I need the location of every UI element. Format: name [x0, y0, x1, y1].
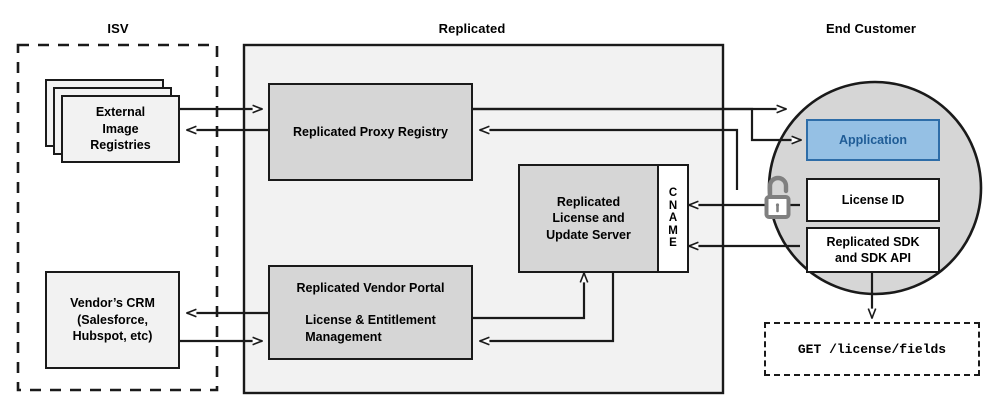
external-image-registries-line-1: External: [95, 105, 146, 120]
section-title-replicated: Replicated: [438, 21, 506, 36]
application-label: Application: [838, 132, 908, 147]
license-id[interactable]: License ID: [806, 178, 940, 222]
external-image-registries-line-2: Image: [102, 121, 139, 136]
api-request-label: GET /license/fields: [797, 341, 947, 357]
conn-server-to-portal: [480, 271, 615, 341]
cname-letter-m: M: [668, 224, 678, 237]
replicated-sdk-line-1: Replicated SDK: [826, 234, 920, 249]
license-server-line-2: License and: [552, 211, 625, 226]
replicated-vendor-portal[interactable]: Replicated Vendor Portal License & Entit…: [268, 265, 473, 360]
isv-boundary: [16, 43, 219, 392]
vendors-crm-line-3: Hubspot, etc): [72, 329, 153, 344]
replicated-license-and-update-server[interactable]: Replicated License and Update Server: [518, 164, 659, 273]
conn-application-to-proxy: [480, 130, 739, 190]
cname-letter-a: A: [668, 212, 678, 225]
conn-portal-to-server: [473, 273, 584, 320]
cname-badge[interactable]: C N A M E: [657, 164, 689, 273]
conn-proxy-to-application-route: [473, 107, 801, 140]
vendor-portal-sub-line-2: Management: [305, 329, 382, 344]
replicated-proxy-registry-label: Replicated Proxy Registry: [293, 124, 448, 139]
external-image-registries[interactable]: External Image Registries: [61, 95, 180, 163]
cname-letter-n: N: [668, 199, 678, 212]
vendors-crm-line-2: (Salesforce,: [77, 312, 148, 327]
replicated-sdk[interactable]: Replicated SDK and SDK API: [806, 227, 940, 273]
application[interactable]: Application: [806, 119, 940, 161]
section-title-end-customer: End Customer: [825, 21, 917, 36]
vendor-portal-sub-line-1: License & Entitlement: [305, 313, 436, 328]
license-id-label: License ID: [841, 192, 905, 207]
license-server-line-3: Update Server: [546, 227, 631, 242]
license-server-line-1: Replicated: [556, 194, 621, 209]
replicated-sdk-line-2: and SDK API: [835, 251, 911, 265]
vendor-portal-title: Replicated Vendor Portal: [296, 281, 445, 296]
vendors-crm-line-1: Vendor’s CRM: [70, 296, 155, 311]
api-request-box: GET /license/fields: [764, 322, 980, 376]
cname-letter-c: C: [668, 187, 678, 200]
replicated-proxy-registry[interactable]: Replicated Proxy Registry: [268, 83, 473, 181]
cname-letter-e: E: [669, 237, 677, 250]
vendors-crm[interactable]: Vendor’s CRM (Salesforce, Hubspot, etc): [45, 271, 180, 369]
external-image-registries-line-3: Registries: [90, 138, 151, 153]
section-title-isv: ISV: [107, 21, 129, 36]
unlock-icon: [764, 175, 791, 219]
